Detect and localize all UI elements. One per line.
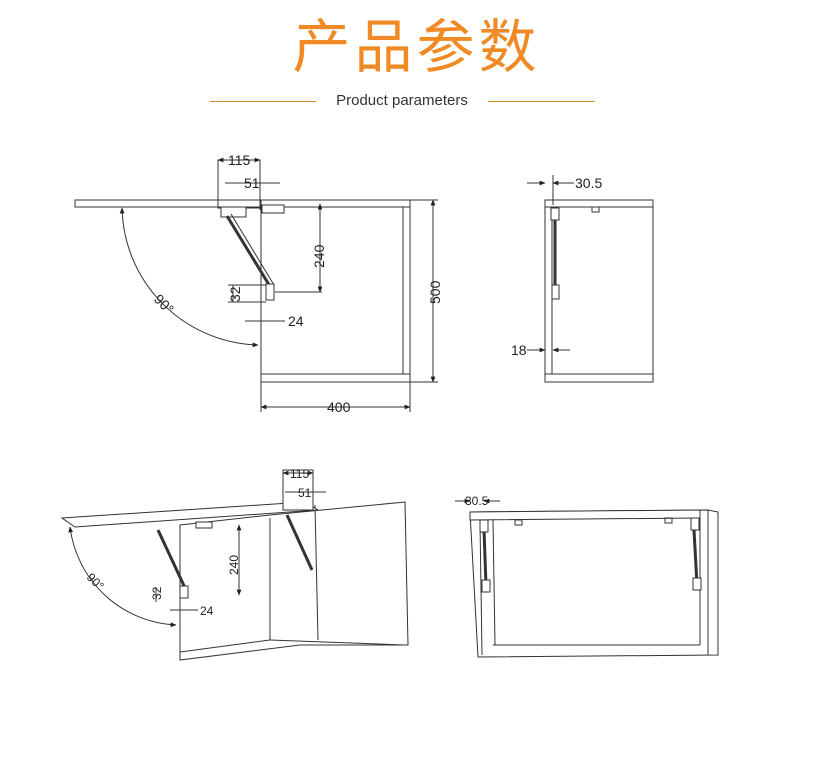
- persp-hinge-outline: [282, 469, 314, 511]
- persp-label-32: 32: [150, 586, 164, 600]
- front-mount: [591, 206, 600, 213]
- label-30-5: 30.5: [575, 175, 602, 191]
- label-500: 500: [427, 280, 443, 304]
- label-18: 18: [511, 342, 527, 358]
- open-flap-panel: [74, 199, 411, 208]
- persp-open-flap: [60, 501, 320, 528]
- closed-inner-left: [492, 519, 496, 646]
- persp-bottom-front: [179, 639, 271, 653]
- closed-hinge-left: [479, 519, 489, 533]
- hinge-bracket: [220, 206, 247, 218]
- front-cabinet-body: [544, 199, 654, 383]
- closed-bracket-right: [664, 517, 673, 524]
- persp-strut-mount: [179, 585, 189, 599]
- mount-bracket: [261, 204, 285, 214]
- closed-gas-strut-left: [482, 529, 488, 586]
- subtitle-row: Product parameters: [210, 90, 595, 112]
- closed-mount-left: [481, 579, 491, 593]
- closed-label-30-5: 30.5: [465, 494, 489, 508]
- subtitle-divider-right: [488, 101, 595, 102]
- persp-cabinet-outline: [179, 501, 409, 661]
- label-51: 51: [244, 175, 260, 191]
- closed-bracket-left: [514, 519, 523, 526]
- front-view-labels: 30.5 18: [511, 175, 602, 358]
- label-32: 32: [227, 286, 243, 302]
- front-strut-mount: [551, 284, 560, 300]
- perspective-open-drawing: [60, 469, 409, 661]
- label-115: 115: [228, 152, 251, 168]
- page-subtitle: Product parameters: [336, 92, 468, 109]
- closed-hinge-right: [690, 517, 700, 531]
- cabinet-body: [260, 199, 411, 383]
- persp-label-51: 51: [298, 486, 312, 500]
- label-240: 240: [311, 244, 327, 268]
- angle-arc: [119, 207, 259, 348]
- persp-back-edge: [314, 504, 319, 641]
- persp-bracket: [195, 521, 213, 529]
- label-400: 400: [327, 399, 351, 415]
- persp-label-24: 24: [200, 604, 214, 618]
- closed-cabinet-outline: [469, 509, 719, 658]
- strut-mount: [265, 283, 275, 301]
- gas-strut: [225, 215, 273, 289]
- closed-mount-right: [692, 577, 702, 591]
- persp-label-115: 115: [290, 467, 309, 481]
- side-view-labels: 115 51 240 32 24 500 400 90°: [151, 152, 443, 415]
- closed-left-side: [479, 521, 483, 656]
- gas-strut-edge: [230, 213, 275, 286]
- front-view-drawing: [527, 175, 654, 383]
- perspective-open-labels: 115 51 240 32 24 90°: [84, 467, 312, 618]
- persp-label-240: 240: [227, 555, 241, 575]
- page-title: 产品参数: [292, 13, 541, 81]
- front-hinge: [550, 207, 560, 221]
- subtitle-divider-left: [210, 101, 316, 102]
- perspective-closed-drawing: [455, 498, 719, 658]
- persp-label-angle: 90°: [84, 570, 107, 593]
- persp-angle-arc: [68, 526, 177, 628]
- persp-gas-strut-right: [285, 514, 314, 571]
- label-24: 24: [288, 313, 304, 329]
- perspective-closed-labels: 30.5: [465, 494, 489, 508]
- persp-bottom-side: [269, 639, 406, 646]
- closed-gas-strut-right: [692, 529, 699, 586]
- persp-gas-strut-left: [156, 529, 188, 591]
- side-view-open-drawing: [74, 157, 438, 412]
